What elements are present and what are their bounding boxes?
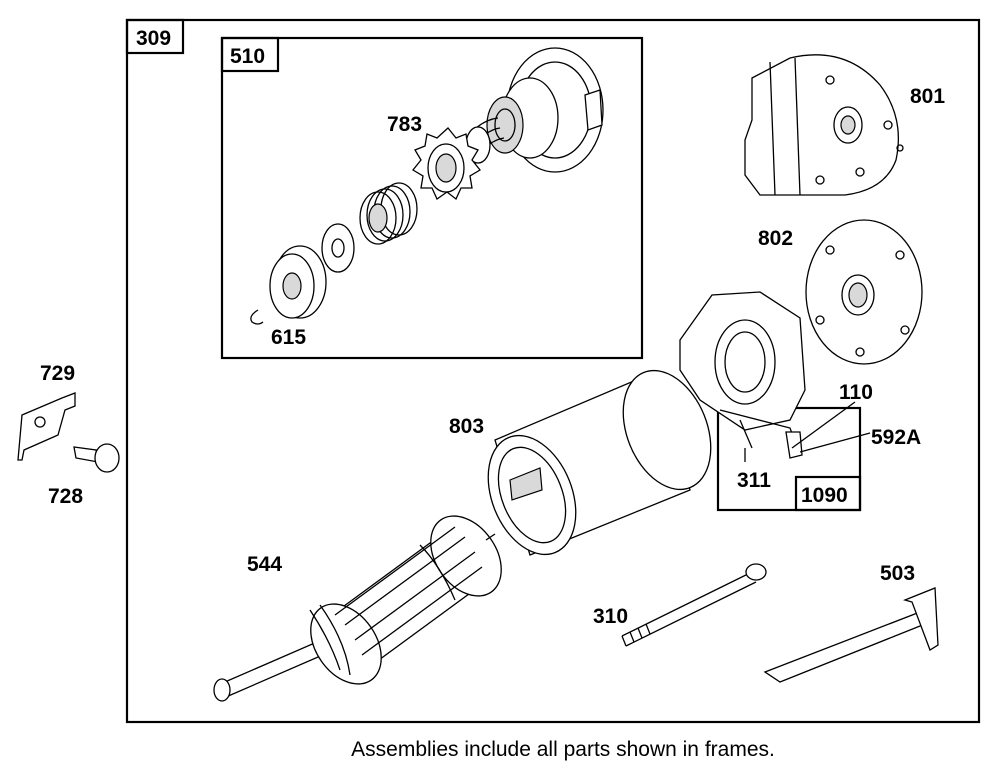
- part-label-592a: 592A: [871, 426, 921, 449]
- frame-1090-tag: [794, 475, 862, 512]
- frame-510-label: 510: [230, 45, 265, 68]
- part-label-310: 310: [593, 605, 628, 628]
- frame-1090-label: 1090: [801, 484, 848, 507]
- screw-728-part: [73, 443, 120, 473]
- bracket-hole: [34, 416, 46, 428]
- motor-housing-part: [487, 369, 712, 556]
- part-label-801: 801: [910, 85, 945, 108]
- part-label-783: 783: [387, 113, 422, 136]
- retaining-ring-part: [250, 309, 264, 325]
- bearing-plate-part: [805, 219, 923, 365]
- part-label-615: 615: [271, 326, 306, 349]
- end-cap-part: [744, 54, 904, 196]
- frame-510-tag: [220, 36, 280, 73]
- armature-part: [213, 515, 502, 702]
- caption: Assemblies include all parts shown in fr…: [351, 738, 775, 761]
- part-label-110: 110: [839, 381, 873, 404]
- washer-part: [321, 223, 355, 273]
- drive-clutch-part: [464, 47, 604, 173]
- leader-lines: [744, 401, 871, 462]
- through-bolt-part: [621, 563, 767, 647]
- brush-holder-part: [679, 291, 806, 459]
- pinion-gear-part: [412, 127, 481, 201]
- spring-part: [359, 182, 418, 245]
- part-label-503: 503: [880, 562, 915, 585]
- part-label-729: 729: [40, 362, 75, 385]
- stop-collar-part: [269, 245, 327, 319]
- frame-510: [220, 36, 644, 360]
- frame-309-label: 309: [136, 27, 171, 50]
- part-label-544: 544: [247, 553, 282, 576]
- bracket-part: [17, 392, 76, 461]
- part-label-728: 728: [48, 485, 83, 508]
- frame-309: [125, 18, 981, 724]
- part-label-803: 803: [449, 415, 484, 438]
- tool-part: [763, 587, 939, 683]
- part-label-802: 802: [758, 227, 793, 250]
- frame-309-tag: [125, 18, 185, 55]
- part-label-311: 311: [737, 469, 771, 492]
